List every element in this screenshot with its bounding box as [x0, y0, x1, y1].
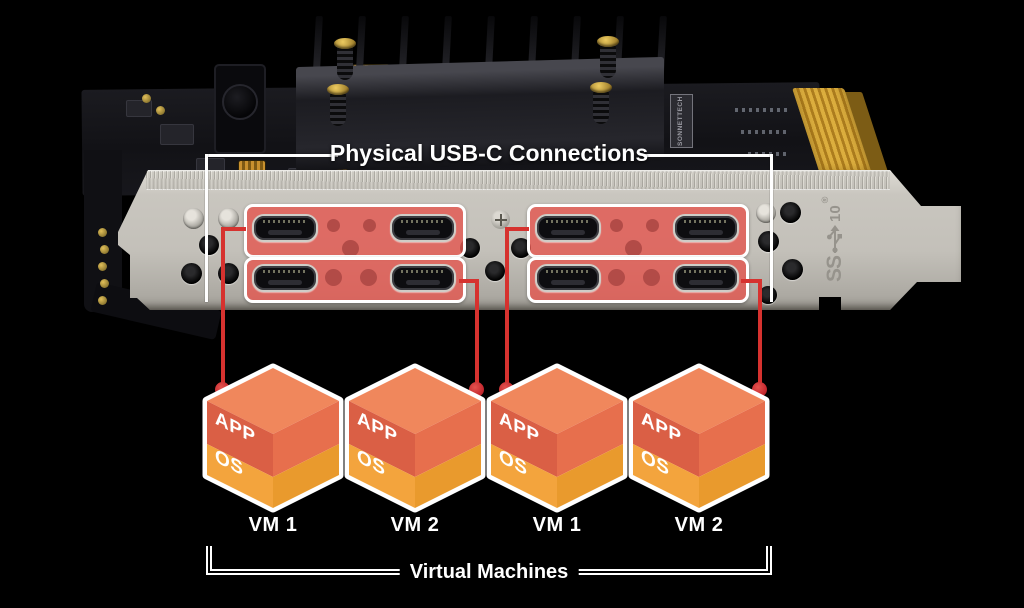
callout-elbow-3 [505, 227, 529, 231]
callout-elbow-2 [459, 279, 479, 283]
usbc-port-6 [673, 214, 739, 242]
callout-line-left [206, 154, 338, 157]
usbc-port-3 [252, 264, 318, 292]
callout-drop-4 [758, 279, 762, 387]
capacitor [100, 279, 109, 288]
usbc-port-8 [673, 264, 739, 292]
spring-screw-cap [334, 38, 356, 49]
vm-cube-1: APP OS [202, 363, 344, 513]
ic-chip [160, 124, 194, 145]
callout-drop-1 [221, 227, 225, 387]
vm-cube-4: APP OS [628, 363, 770, 513]
component-round [222, 84, 258, 120]
capacitor [98, 228, 107, 237]
vent-hole [759, 286, 777, 304]
capacitor [100, 245, 109, 254]
capacitor [98, 262, 107, 271]
callout-elbow-1 [221, 227, 246, 231]
silkscreen-text-row [741, 130, 789, 134]
capacitor [98, 296, 107, 305]
usbc-port-5 [535, 214, 601, 242]
spring-screw-cap [590, 82, 612, 93]
bracket-folded-edge [146, 171, 890, 190]
capacitor [156, 106, 165, 115]
usb-ss10-logo: SS 10 ® [820, 196, 850, 282]
vent-hole [181, 263, 202, 284]
usb-logo-ss-text: SS [823, 255, 846, 282]
spring-screw-cap [597, 36, 619, 47]
bracket-rivet [218, 208, 239, 229]
callout-drop-2 [475, 279, 479, 387]
spring-screw [337, 42, 353, 80]
vent-hole-tinted [608, 269, 625, 286]
registered-mark: ® [820, 196, 830, 204]
vent-hole-tinted [610, 219, 623, 232]
vent-hole [782, 259, 803, 280]
callout-line-right [643, 154, 772, 157]
spring-screw-cap [327, 84, 349, 95]
bracket-screw [491, 210, 510, 229]
usb-logo-speed-text: 10 [826, 205, 844, 222]
vent-hole-tinted [342, 240, 359, 255]
bracket-rivet [183, 208, 204, 229]
callout-drop-3 [505, 227, 509, 387]
vent-hole [485, 261, 505, 281]
vent-hole-tinted [643, 269, 660, 286]
vm-label-3: VM 1 [532, 514, 582, 536]
vent-hole [199, 235, 219, 255]
vent-hole-tinted [646, 219, 659, 232]
usbc-port-1 [252, 214, 318, 242]
virtual-machines-label: Virtual Machines [399, 559, 579, 586]
pcb-brand-label: SONNETTECH [670, 94, 693, 148]
spring-screw [600, 40, 616, 78]
vent-hole-tinted [327, 219, 340, 232]
bracket-rivet [756, 203, 776, 223]
vm-label-2: VM 2 [390, 514, 440, 536]
vm-label-4: VM 2 [674, 514, 724, 536]
vent-hole [780, 202, 801, 223]
capacitor [142, 94, 151, 103]
vm-label-1: VM 1 [248, 514, 298, 536]
usbc-port-4 [390, 264, 456, 292]
vent-hole [511, 238, 531, 258]
silkscreen-text-row [735, 108, 791, 112]
callout-elbow-4 [741, 279, 762, 283]
vm-cube-3: APP OS [486, 363, 628, 513]
callout-frame-right [770, 154, 773, 302]
usbc-port-2 [390, 214, 456, 242]
callout-frame-left [205, 154, 208, 302]
vm-cube-2: APP OS [344, 363, 486, 513]
vent-hole-tinted [325, 269, 342, 286]
spring-screw [330, 88, 346, 126]
physical-connections-title: Physical USB-C Connections [329, 140, 649, 166]
usb-trident-icon [827, 224, 842, 253]
vent-hole-tinted [363, 219, 376, 232]
vent-hole-tinted [360, 269, 377, 286]
usbc-port-7 [535, 264, 601, 292]
spring-screw [593, 86, 609, 124]
vent-hole-tinted [625, 240, 642, 255]
ic-chip [126, 100, 152, 117]
vent-hole [758, 231, 779, 252]
